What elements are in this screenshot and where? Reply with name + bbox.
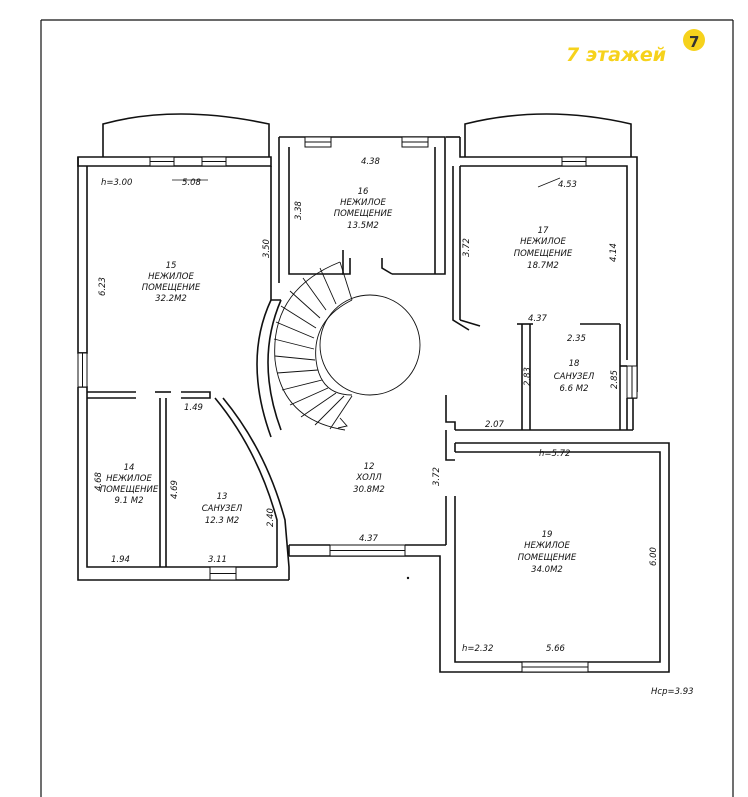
- brand-badge-digit: 7: [689, 33, 699, 51]
- sheet-border: [40, 19, 734, 797]
- room-name-line: ПОМЕЩЕНИЕ: [142, 283, 201, 293]
- dimension-label: 4.37: [528, 314, 548, 324]
- room-name-line: САНУЗЕЛ: [554, 372, 595, 382]
- brand-badge-icon: [683, 29, 705, 51]
- dimension-label: 2.83: [523, 367, 533, 386]
- room-area: 30.8М2: [353, 485, 385, 495]
- room-18: 18 САНУЗЕЛ 6.6 М2: [554, 359, 595, 394]
- dimension-label: 6.23: [98, 277, 108, 296]
- dimension-label: 5.66: [546, 644, 566, 654]
- dimension-label: 4.37: [359, 534, 379, 544]
- dimension-label: 4.69: [170, 480, 180, 499]
- dimension-label: 1.49: [184, 403, 203, 413]
- room-number: 17: [538, 226, 549, 236]
- room-name-line: САНУЗЕЛ: [202, 504, 243, 514]
- room-number: 18: [569, 359, 580, 369]
- room-number: 16: [358, 187, 369, 197]
- dimension-label: h=2.32: [462, 644, 493, 654]
- room-area: 32.2М2: [155, 294, 187, 304]
- plan-dot: [406, 576, 410, 580]
- room-19: 19 НЕЖИЛОЕ ПОМЕЩЕНИЕ 34.0М2: [518, 530, 577, 575]
- room-14: 14 НЕЖИЛОЕ ПОМЕЩЕНИЕ 9.1 М2: [100, 463, 159, 506]
- room-15: 15 НЕЖИЛОЕ ПОМЕЩЕНИЕ 32.2М2: [142, 261, 201, 304]
- room-13: 13 САНУЗЕЛ 12.3 М2: [202, 492, 243, 526]
- dimension-label: 4.38: [361, 157, 381, 167]
- dimension-label: 3.11: [208, 555, 227, 565]
- dimensions: h=3.00 5.08 4.38 4.53 3.38 3.50 3.72 4.1…: [94, 157, 694, 697]
- dimension-label: h=5.72: [539, 449, 570, 459]
- dimension-label: 3.72: [432, 467, 442, 486]
- room-name-line: НЕЖИЛОЕ: [340, 198, 386, 208]
- room-name-line: НЕЖИЛОЕ: [524, 541, 570, 551]
- room-area: 18.7М2: [527, 261, 559, 271]
- room-name-line: ПОМЕЩЕНИЕ: [334, 209, 393, 219]
- dimension-label: 2.07: [485, 420, 505, 430]
- room-name-line: ХОЛЛ: [355, 473, 382, 483]
- room-number: 19: [542, 530, 553, 540]
- dimension-label: 3.50: [262, 239, 272, 258]
- dimension-label: 2.85: [610, 370, 620, 389]
- room-area: 9.1 М2: [115, 496, 144, 506]
- brand-logo: 7 этажей 7: [566, 29, 705, 66]
- dimension-label: Hср=3.93: [651, 687, 694, 697]
- dimension-label: 4.14: [609, 243, 619, 262]
- room-name-line: НЕЖИЛОЕ: [148, 272, 194, 282]
- room-area: 12.3 М2: [205, 516, 239, 526]
- room-name-line: ПОМЕЩЕНИЕ: [100, 485, 159, 495]
- dimension-label: h=3.00: [101, 178, 132, 188]
- room-area: 34.0М2: [531, 565, 563, 575]
- dimension-label: 3.38: [294, 200, 304, 220]
- dimension-label: 4.53: [558, 180, 577, 190]
- dimension-label: 6.00: [649, 547, 659, 566]
- room-name-line: НЕЖИЛОЕ: [106, 474, 152, 484]
- brand-text: 7 этажей: [566, 44, 666, 66]
- dimension-label: 2.40: [266, 508, 276, 527]
- dimension-label: 5.08: [182, 178, 202, 188]
- room-16: 16 НЕЖИЛОЕ ПОМЕЩЕНИЕ 13.5М2: [334, 187, 393, 231]
- room-name-line: ПОМЕЩЕНИЕ: [514, 249, 573, 259]
- room-17: 17 НЕЖИЛОЕ ПОМЕЩЕНИЕ 18.7М2: [514, 226, 573, 271]
- walls: [77, 113, 670, 673]
- windows: [77, 136, 638, 673]
- spiral-staircase: [273, 261, 421, 431]
- room-number: 13: [217, 492, 228, 502]
- dimension-label: 3.72: [462, 238, 472, 257]
- dimension-label: 1.94: [111, 555, 130, 565]
- room-name-line: ПОМЕЩЕНИЕ: [518, 553, 577, 563]
- dimension-label: 4.68: [94, 471, 104, 491]
- room-number: 12: [364, 462, 375, 472]
- room-name-line: НЕЖИЛОЕ: [520, 237, 566, 247]
- room-number: 14: [124, 463, 135, 473]
- room-area: 13.5М2: [347, 221, 379, 231]
- dimension-label: 2.35: [567, 334, 586, 344]
- room-area: 6.6 М2: [560, 384, 589, 394]
- room-number: 15: [166, 261, 177, 271]
- room-12: 12 ХОЛЛ 30.8М2: [353, 462, 385, 495]
